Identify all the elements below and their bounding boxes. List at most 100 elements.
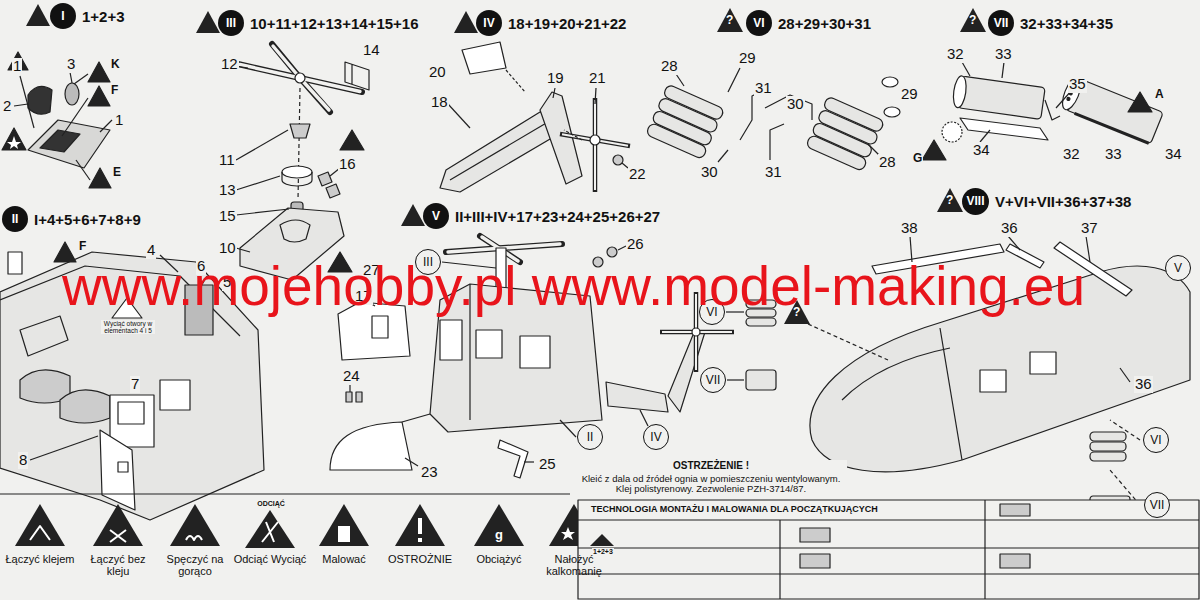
part-number: 23: [420, 464, 439, 481]
step-7-pod: [1128, 92, 1152, 112]
part-number: 12: [220, 56, 239, 73]
step-formula: 10+11+12+13+14+15+16: [250, 15, 419, 32]
symbol-text: ODCIĄĆ: [250, 500, 292, 508]
callout-number: VII: [706, 373, 721, 387]
callout-number: V: [1174, 261, 1182, 275]
note-text: 1+2+3: [592, 548, 614, 556]
callout-number: VI: [1150, 433, 1161, 447]
step-3-rotor: [318, 172, 340, 198]
step-3-rotor: [295, 73, 305, 83]
step-number: VII: [988, 10, 1014, 36]
step-3-rotor: [280, 220, 310, 242]
part-number: 14: [362, 42, 381, 59]
part-number: 35: [1068, 76, 1087, 93]
step-number: V: [423, 203, 449, 229]
callout-circle: VI: [1143, 427, 1169, 453]
step-1-parts: [89, 168, 111, 188]
step-number: VI: [746, 10, 772, 36]
step-2-cabin: [118, 462, 128, 472]
legend-text: Łączyć bez kleju: [80, 553, 156, 577]
step-5-assembly: [692, 328, 700, 336]
step-3-rotor: [236, 44, 369, 280]
part-number: 3: [66, 56, 76, 73]
legend-icons: [93, 504, 143, 546]
callout-circle: IV: [643, 424, 669, 450]
step-8-fuselage: [1090, 432, 1126, 461]
step-4-tail: [613, 155, 623, 165]
step-7-pod: [922, 62, 1163, 160]
step-header: III+4+5+6+7+8+9: [2, 206, 141, 232]
step-6-pods: [646, 68, 900, 171]
step-5-assembly: [746, 318, 776, 326]
caution-icon: [717, 8, 743, 32]
step-5-assembly: [560, 420, 576, 437]
legend-icons: [245, 510, 295, 548]
symbol-text: ?: [946, 194, 953, 207]
part-number: 22: [628, 166, 647, 183]
technology-table: [578, 519, 1199, 520]
symbol-text: g: [495, 528, 503, 542]
part-number: F: [78, 240, 87, 253]
step-header: IV18+19+20+21+22: [476, 10, 626, 36]
part-number: 28: [878, 154, 897, 171]
part-number: 36: [1000, 220, 1019, 237]
note-text: OSTRZEŻENIE !: [575, 460, 847, 471]
step-header: I1+2+3: [50, 3, 125, 29]
legend-text: Nałożyć kalkomanię: [536, 553, 612, 577]
part-number: 8: [18, 452, 28, 469]
step-header: VII32+33+34+35: [988, 10, 1113, 36]
step-header: VI 28+29+30+31: [746, 10, 871, 36]
step-2-cabin: [30, 436, 98, 460]
step-8-fuselage: [1090, 432, 1126, 441]
step-3-rotor: [273, 46, 300, 78]
step-formula: I+4+5+6+7+8+9: [34, 211, 141, 228]
legend-icons: [170, 504, 220, 546]
legend-icon-marks: [561, 527, 575, 540]
part-number: 31: [764, 164, 783, 181]
step-5-assembly: [402, 414, 430, 422]
step-1-parts: [28, 120, 110, 168]
technology-table: [800, 554, 830, 568]
step-7-pod: [1056, 90, 1072, 108]
step-7-pod: [1045, 100, 1060, 120]
part-number: 31: [754, 80, 773, 97]
step-6-pods: [884, 107, 900, 117]
step-3-rotor: [236, 209, 289, 215]
part-number: A: [1154, 88, 1165, 101]
part-number: Wyciąć otwory w elementach 4 i 5: [101, 320, 155, 334]
step-7-pod: [1067, 97, 1071, 101]
step-3-rotor: [236, 130, 288, 160]
step-7-pod: [1075, 113, 1149, 143]
step-formula: 28+29+30+31: [778, 15, 871, 32]
step-3-rotor: [340, 130, 364, 150]
step-5-assembly: [330, 422, 412, 470]
step-6-pods: [728, 68, 740, 92]
part-number: 25: [538, 456, 557, 473]
part-number: E: [112, 166, 122, 179]
legend-icon-marks: [262, 522, 278, 542]
legend-icon-marks: [338, 526, 350, 542]
callout-number: IV: [650, 430, 661, 444]
step-8-fuselage: [940, 328, 962, 460]
step-1-parts: [76, 160, 90, 180]
part-number: 19: [546, 70, 565, 87]
step-6-pods: [882, 77, 898, 87]
step-2-cabin: [8, 252, 22, 274]
part-number: K: [110, 58, 121, 71]
step-5-assembly: [346, 392, 362, 402]
step-4-tail: [560, 98, 630, 192]
step-7-pod: [1002, 62, 1004, 78]
note-text: Kleić z dala od źródeł ognia w pomieszcz…: [575, 474, 847, 495]
step-7-pod: [952, 75, 1046, 119]
step-3-rotor: [236, 176, 280, 190]
legend-text: Spęczyć na gorąco: [157, 553, 233, 577]
step-7-pod: [1059, 75, 1164, 144]
part-number: 30: [786, 96, 805, 113]
step-3-rotor: [300, 78, 329, 110]
part-number: 36: [1134, 376, 1153, 393]
part-number: 1: [12, 58, 22, 75]
part-number: 32: [946, 46, 965, 63]
step-1-parts: [14, 104, 28, 106]
legend-text: Odciąć Wyciąć: [232, 553, 308, 565]
step-7-pod: [922, 140, 946, 160]
